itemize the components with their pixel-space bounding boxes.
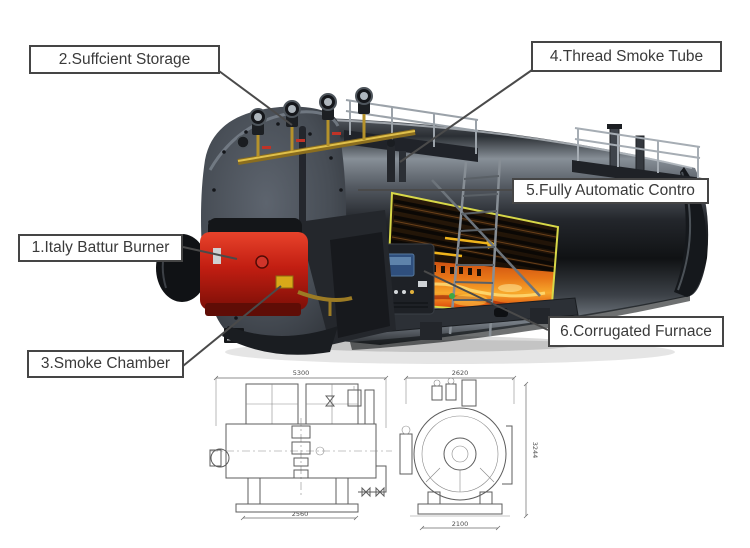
- ignition-box: [275, 275, 294, 289]
- svg-text:5300: 5300: [293, 369, 310, 377]
- dim-base-length: 2560: [240, 510, 359, 521]
- callout-label: 1.Italy Battur Burner: [31, 239, 170, 257]
- front-view-drawing: 2620 3244 2100: [399, 369, 539, 531]
- callout-box-thread-smoke-tube: 4.Thread Smoke Tube: [531, 41, 722, 72]
- svg-text:2560: 2560: [292, 510, 309, 518]
- svg-text:3244: 3244: [531, 442, 539, 459]
- top-sensor-pipes: [387, 139, 406, 182]
- callout-box-smoke-chamber: 3.Smoke Chamber: [27, 350, 184, 378]
- callout-box-fully-automatic-control: 5.Fully Automatic Contro: [512, 178, 709, 204]
- dim-overall-width: 2620: [403, 369, 517, 381]
- callout-box-corrugated-furnace: 6.Corrugated Furnace: [548, 316, 724, 347]
- dim-base-width: 2100: [419, 520, 501, 531]
- burner-label: [213, 248, 221, 264]
- brass-fuel-pipe: [297, 290, 353, 302]
- svg-text:2100: 2100: [452, 520, 469, 528]
- callout-box-italy-battur-burner: 1.Italy Battur Burner: [18, 234, 183, 262]
- callout-label: 5.Fully Automatic Contro: [526, 182, 695, 200]
- callout-label: 6.Corrugated Furnace: [560, 322, 712, 340]
- callout-label: 4.Thread Smoke Tube: [549, 47, 704, 65]
- callout-box-sufficient-storage: 2.Suffcient Storage: [29, 45, 220, 74]
- callout-label: 2.Suffcient Storage: [58, 50, 191, 68]
- smoke-chamber: [222, 210, 396, 355]
- green-sticker: [449, 293, 455, 299]
- dim-overall-height: 3244: [523, 381, 539, 519]
- callout-label: 3.Smoke Chamber: [40, 355, 171, 373]
- burner-red-body: [200, 232, 308, 310]
- svg-text:2620: 2620: [452, 369, 469, 377]
- dim-overall-length: 5300: [213, 369, 389, 428]
- side-view-drawing: 5300 2560: [209, 369, 392, 521]
